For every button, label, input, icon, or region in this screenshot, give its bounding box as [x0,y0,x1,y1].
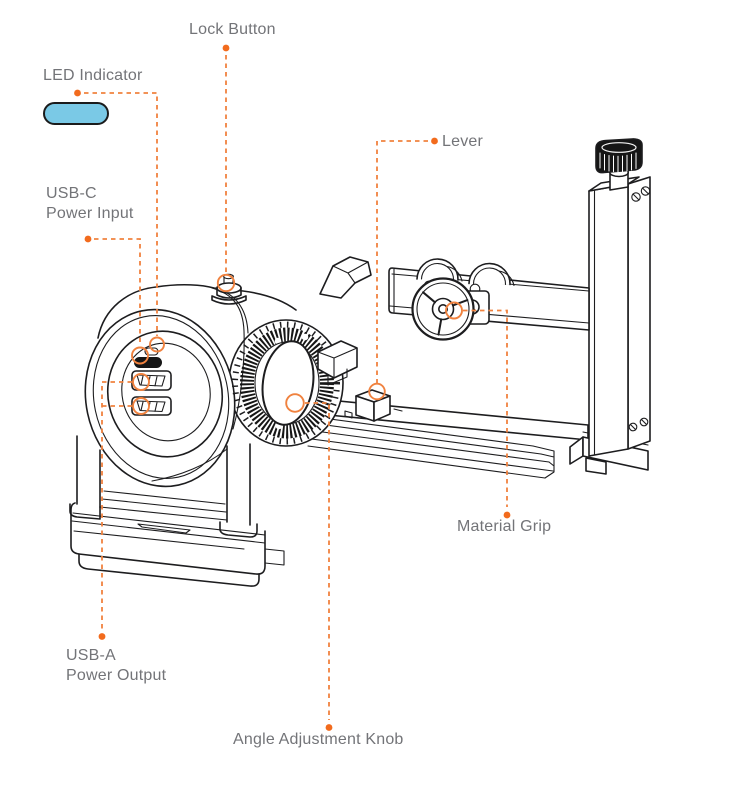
support-arm [388,258,590,341]
callout-usb-a [98,373,150,640]
side-bracket [317,340,358,386]
callout-lever [368,137,438,401]
led-indicator-swatch [43,102,109,125]
callout-material-grip [445,301,511,519]
roller-wheels [416,258,515,287]
usb-c-port [134,357,162,368]
motor-stand [69,435,258,538]
lock-button-part [211,273,247,305]
callout-lock-button [216,44,236,293]
callout-angle-knob [285,393,333,731]
base-rail-bed [295,414,555,479]
material-grip-wheel [411,277,490,341]
angle-knob-face [261,340,315,426]
label-usb-a: USB-A Power Output [66,646,166,686]
label-usb-c-line1: USB-C [46,185,97,202]
motor-housing [84,256,372,488]
height-tower [588,138,651,457]
label-material-grip: Material Grip [457,518,552,535]
label-usb-c: USB-C Power Input [46,184,134,224]
usb-a-port-1 [131,370,172,391]
tower-screws [628,186,651,432]
angle-dial [232,321,340,445]
tower-knob [595,138,643,191]
label-usb-a-line2: Power Output [66,667,167,684]
label-angle-adjustment-knob: Angle Adjustment Knob [233,731,404,748]
usb-a-port-2 [131,396,172,416]
label-usb-a-line1: USB-A [66,647,116,664]
clamp-tab [319,256,372,299]
front-ports [131,347,172,416]
callout-led-indicator [74,89,165,353]
label-led-indicator: LED Indicator [43,67,143,84]
label-usb-c-line2: Power Input [46,205,134,222]
callout-usb-c [84,235,149,365]
label-lever: Lever [442,133,484,150]
label-lock-button: Lock Button [189,21,276,38]
